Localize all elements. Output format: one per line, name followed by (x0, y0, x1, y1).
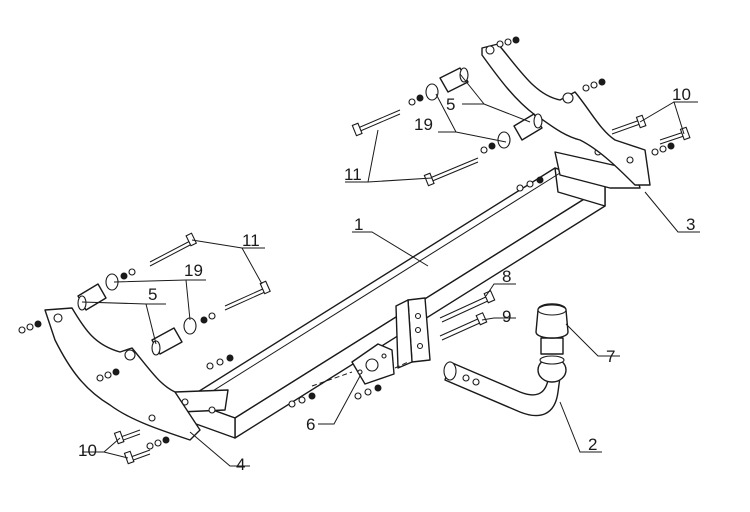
left-end-plate (174, 389, 229, 414)
callout-6: 6 (306, 415, 315, 434)
fasteners-left-bracket (18, 320, 42, 334)
tow-ball (537, 337, 567, 383)
callout-7: 7 (606, 347, 615, 366)
fasteners-right-top (496, 36, 520, 48)
fasteners-left-mid (96, 368, 120, 382)
callout-10-left: 10 (78, 441, 97, 460)
callout-1: 1 (354, 215, 363, 234)
bolt-9 (439, 312, 488, 341)
callout-9: 9 (502, 307, 511, 326)
callout-19-left: 19 (184, 261, 203, 280)
callout-5-left: 5 (148, 285, 157, 304)
socket-plate (351, 343, 395, 385)
leader-lines (81, 73, 700, 467)
callout-11-left: 11 (242, 231, 260, 250)
left-bolts-10 (113, 429, 151, 465)
left-upper-spacer-set (77, 232, 198, 311)
right-lower-spacer-set (423, 113, 543, 187)
fasteners-left-low (146, 436, 170, 450)
bolt-8 (439, 290, 496, 323)
fasteners-bar-right (516, 176, 544, 192)
callout-5-right: 5 (446, 95, 455, 114)
right-upper-spacer-set (351, 67, 469, 137)
ball-cap (535, 303, 569, 339)
callout-labels: 1 2 3 4 5 5 6 7 8 9 10 10 11 11 19 19 (78, 85, 695, 474)
right-bolts-10 (611, 114, 691, 145)
callout-11-right: 11 (344, 165, 362, 184)
callout-19-right: 19 (414, 115, 433, 134)
callout-10-right: 10 (672, 85, 691, 104)
fasteners-right-low (651, 142, 675, 156)
left-side-bracket (44, 307, 201, 441)
fasteners-right-mid (582, 78, 606, 92)
right-side-bracket (481, 43, 651, 186)
fasteners-bar-left (206, 354, 234, 370)
callout-8: 8 (502, 267, 511, 286)
callout-3: 3 (686, 215, 695, 234)
left-lower-spacer-set (151, 280, 271, 356)
callout-2: 2 (588, 435, 597, 454)
socket-mounting-plate (395, 297, 431, 369)
fasteners-socket (288, 384, 382, 408)
ball-neck (443, 359, 563, 417)
callout-4: 4 (236, 455, 245, 474)
